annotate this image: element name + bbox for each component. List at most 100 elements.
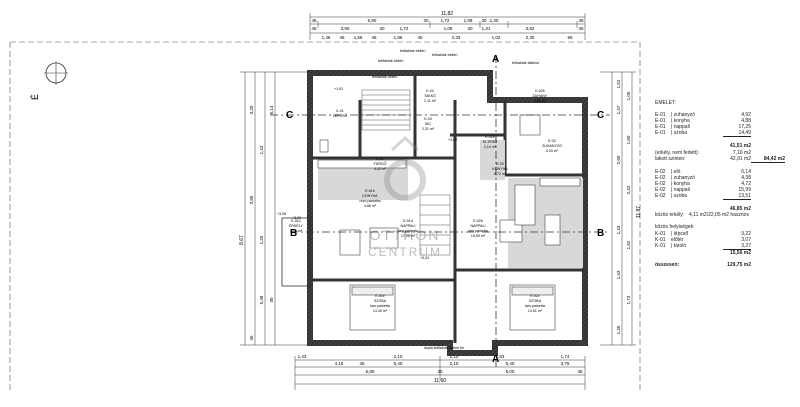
svg-text:B: B <box>290 228 297 239</box>
svg-text:2,60: 2,60 <box>616 155 621 164</box>
svg-text:lam.parketta: lam.parketta <box>370 304 390 308</box>
svg-text:NAPPALI: NAPPALI <box>471 224 486 228</box>
lakott-total: 84,42 m2 <box>751 156 785 163</box>
svg-text:5,40: 5,40 <box>394 361 403 366</box>
svg-text:+3,06: +3,06 <box>277 212 286 216</box>
svg-text:B: B <box>597 228 604 239</box>
svg-text:1,31: 1,31 <box>482 26 491 31</box>
svg-text:1,08: 1,08 <box>444 26 453 31</box>
svg-text:15,99 m²: 15,99 m² <box>471 234 486 238</box>
svg-text:45: 45 <box>339 35 345 40</box>
svg-text:1,30: 1,30 <box>490 18 499 23</box>
svg-text:+1,51: +1,51 <box>334 87 343 91</box>
total-value: 129,75 m2 <box>727 261 751 268</box>
svg-text:45: 45 <box>577 369 583 374</box>
svg-text:FÜRDŐ: FÜRDŐ <box>374 161 387 166</box>
svg-text:45: 45 <box>371 35 377 40</box>
sofa-left <box>339 229 361 256</box>
svg-text:tetőablak beltéri: tetőablak beltéri <box>400 49 426 53</box>
svg-text:KONYHA: KONYHA <box>492 167 508 171</box>
dimension-chain-top <box>309 13 586 40</box>
dim-right-total: 11,87 <box>636 206 642 218</box>
svg-text:6,80: 6,80 <box>368 18 377 23</box>
erkely-label: (erkély, nem fedett): <box>655 149 700 156</box>
dim-top-total: 11,82 <box>441 11 453 17</box>
hall-shading <box>480 140 505 180</box>
dimension-chain-left <box>240 71 310 346</box>
svg-text:45: 45 <box>417 35 423 40</box>
svg-text:13,51 m²: 13,51 m² <box>528 309 543 313</box>
svg-text:45: 45 <box>578 18 584 23</box>
svg-text:tetőablak falsíkot: tetőablak falsíkot <box>512 61 539 65</box>
kozos-value: 4,11 m2/22,05 m2 hasznos <box>689 212 749 219</box>
svg-text:30: 30 <box>437 369 443 374</box>
svg-text:95: 95 <box>567 35 573 40</box>
svg-text:4,88 m²: 4,88 m² <box>364 204 377 208</box>
svg-text:SZOBA: SZOBA <box>529 299 542 303</box>
svg-text:1,25: 1,25 <box>259 235 264 244</box>
svg-text:2,33: 2,33 <box>452 35 461 40</box>
svg-text:5,00: 5,00 <box>506 369 515 374</box>
svg-text:dupla tetőablak beltéri tér: dupla tetőablak beltéri tér <box>424 346 465 350</box>
bathtub <box>514 184 536 226</box>
svg-text:1,43: 1,43 <box>616 225 621 234</box>
svg-text:30: 30 <box>423 18 429 23</box>
svg-text:2,10: 2,10 <box>450 354 459 359</box>
svg-text:2,31 m²: 2,31 m² <box>422 127 435 131</box>
watermark-text-2: CENTRUM <box>368 245 442 259</box>
svg-text:17,25 m²: 17,25 m² <box>401 234 416 238</box>
svg-text:K-02: K-02 <box>426 89 434 93</box>
svg-text:1,83: 1,83 <box>496 354 505 359</box>
svg-text:1,55: 1,55 <box>354 35 363 40</box>
svg-text:30: 30 <box>481 18 487 23</box>
svg-text:ELTERŐ: ELTERŐ <box>483 139 497 144</box>
sofa-right <box>544 214 561 246</box>
svg-text:+3,02: +3,02 <box>292 216 301 220</box>
toilet <box>319 139 329 153</box>
shower <box>519 114 541 136</box>
north-arrow-icon <box>44 61 68 85</box>
svg-text:5,80: 5,80 <box>366 369 375 374</box>
dimension-chain-bottom <box>294 356 586 390</box>
svg-text:LÉPCSŐ: LÉPCSŐ <box>333 113 348 118</box>
kozlek-title: közös helyiségek: <box>655 224 695 231</box>
svg-text:4,15: 4,15 <box>335 361 344 366</box>
interior-walls <box>310 73 585 343</box>
svg-text:1,47: 1,47 <box>616 105 621 114</box>
north-label: É <box>30 94 40 100</box>
erkely-value: 7,16 m2 <box>732 149 751 156</box>
kitchen-counter-right <box>539 177 581 187</box>
dim-bottom-row2: 4,15 45 5,40 2,10 5,40 3,75 <box>335 361 570 366</box>
svg-text:1,43: 1,43 <box>259 145 264 154</box>
dim-right-parts: 1,52 1,47 1,05 1,60 2,60 2,42 1,43 1,62 … <box>616 79 631 334</box>
subtotal-1: 41,51 m2 <box>729 143 751 150</box>
furniture <box>317 114 581 331</box>
dim-top-row2: 45 3,90 30 1,72 1,08 30 1,31 3,82 45 <box>311 26 584 31</box>
dim-bottom-row1: 1,43 2,10 2,10 1,83 1,74 <box>298 354 570 359</box>
lakott-value: 42,91 m2 <box>730 155 751 162</box>
svg-text:E-01d: E-01d <box>403 219 413 223</box>
svg-text:45: 45 <box>359 361 365 366</box>
exterior-walls <box>307 70 588 356</box>
svg-text:2,11 m²: 2,11 m² <box>424 99 437 103</box>
subtotal-3: 15,56 m2 <box>729 249 751 256</box>
dim-left-total: 8,67 <box>239 235 245 245</box>
dim-top-row1: 45 6,80 30 1,72 1,08 30 1,30 45 <box>311 18 584 23</box>
svg-text:3,75: 3,75 <box>561 361 570 366</box>
svg-text:2,14 m²: 2,14 m² <box>484 145 497 149</box>
